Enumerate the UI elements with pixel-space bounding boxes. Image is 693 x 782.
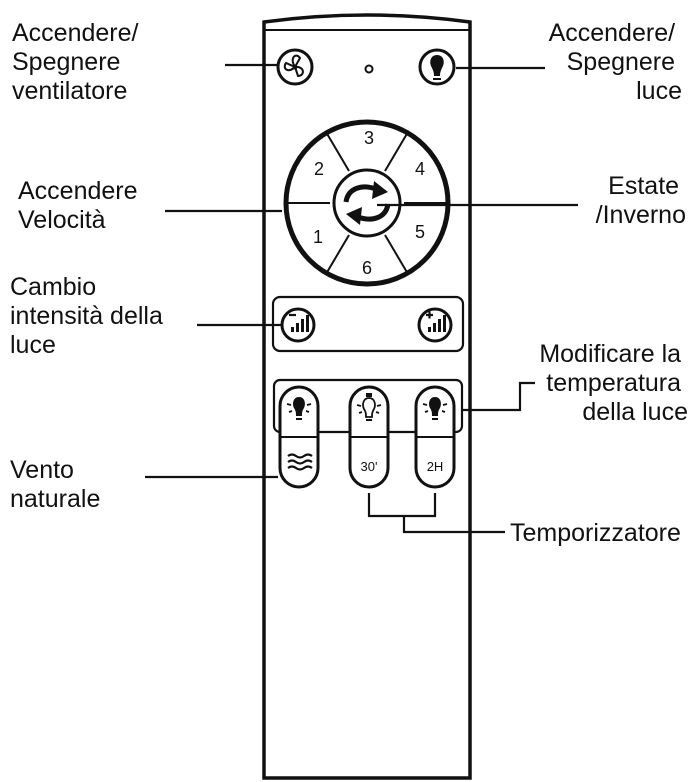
speed-5[interactable]: 5 bbox=[415, 222, 425, 242]
timer-2h-label[interactable]: 2H bbox=[427, 459, 444, 474]
dim-down-button[interactable] bbox=[280, 307, 316, 343]
label-speed: Accendere Velocità bbox=[18, 177, 144, 234]
dim-up-button[interactable] bbox=[417, 307, 453, 343]
pill-middle[interactable]: 30' bbox=[348, 385, 390, 489]
speed-4[interactable]: 4 bbox=[415, 159, 425, 179]
leader-lines bbox=[145, 63, 578, 534]
label-dimmer: Cambio intensità della luce bbox=[10, 273, 170, 359]
pill-left[interactable] bbox=[278, 385, 320, 489]
brightness-up-icon bbox=[426, 311, 446, 332]
timer-30-label[interactable]: 30' bbox=[361, 459, 378, 474]
bulb-dark-icon bbox=[286, 397, 312, 420]
speed-6[interactable]: 6 bbox=[362, 258, 372, 278]
bulb-icon bbox=[430, 55, 444, 80]
speed-2[interactable]: 2 bbox=[314, 159, 324, 179]
speed-3[interactable]: 3 bbox=[364, 128, 374, 148]
season-button[interactable] bbox=[332, 168, 402, 238]
status-led bbox=[364, 64, 374, 74]
bulb-outline-icon bbox=[356, 393, 382, 421]
dial-dividers bbox=[285, 131, 449, 275]
brightness-down-icon bbox=[289, 313, 309, 332]
swap-arrows-icon bbox=[343, 181, 391, 225]
label-color-temp: Modificare la temperatura della luce bbox=[539, 340, 688, 426]
fan-power-button[interactable] bbox=[276, 48, 314, 86]
fan-icon bbox=[283, 54, 304, 78]
label-fan-power: Accendere/ Spegnere ventilatore bbox=[12, 19, 145, 105]
label-natural-wind: Vento naturale bbox=[10, 456, 100, 513]
speed-1[interactable]: 1 bbox=[313, 227, 323, 247]
light-power-button[interactable] bbox=[418, 48, 456, 86]
pill-right[interactable]: 2H bbox=[414, 385, 456, 489]
label-season: Estate /Inverno bbox=[596, 172, 686, 229]
wind-waves-icon bbox=[287, 453, 313, 471]
bulb-dark-icon bbox=[422, 397, 448, 420]
label-light-power: Accendere/ Spegnere luce bbox=[549, 19, 682, 105]
label-timer: Temporizzatore bbox=[510, 519, 681, 547]
